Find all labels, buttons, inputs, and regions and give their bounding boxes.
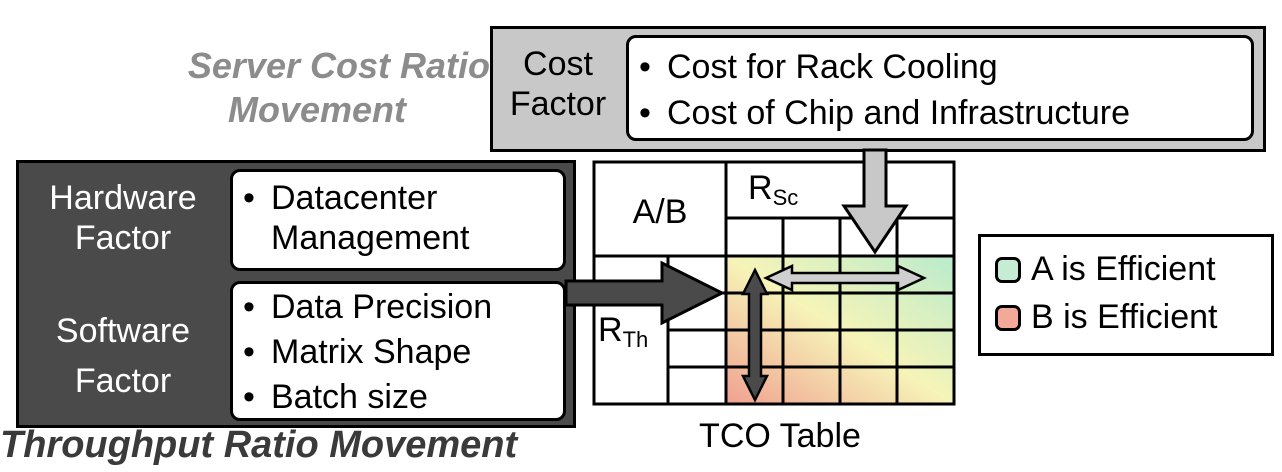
tco-table-caption: TCO Table [699,417,861,455]
hardware-factor-label: Hardware Factor [49,179,197,257]
software-factor-item: Data Precision [233,287,563,327]
software-factor-list: Data Precision Matrix Shape Batch size [230,281,566,421]
legend: A is Efficient B is Efficient [978,234,1274,356]
red-swatch-icon [995,305,1021,331]
software-factor-item: Batch size [233,377,563,417]
cost-factor-list: Cost for Rack Cooling Cost of Chip and I… [626,35,1254,141]
horizontal-double-arrow-icon [763,264,927,292]
hardware-factor-item: Datacenter Management [233,178,563,258]
green-swatch-icon [995,257,1021,283]
cost-factor-label: Cost Factor [509,45,607,123]
legend-item: A is Efficient [995,249,1275,291]
cost-arrow-icon [841,148,909,255]
tco-corner-label: A/B [632,193,688,231]
cost-factor-item: Cost for Rack Cooling [629,47,1251,87]
throughput-arrow-icon [564,260,726,326]
tco-row-header: RTh [598,311,649,352]
tco-column-header: RSc [748,169,799,210]
software-factor-label: Software Factor [55,312,191,400]
cost-factor-item: Cost of Chip and Infrastructure [629,93,1251,133]
hardware-factor-list: Datacenter Management [230,169,566,271]
throughput-ratio-title: Throughput Ratio Movement [0,424,518,466]
server-cost-ratio-title: Server Cost Ratio Movement [187,45,490,130]
legend-item: B is Efficient [995,297,1275,339]
software-factor-item: Matrix Shape [233,332,563,372]
vertical-double-arrow-icon [740,267,770,403]
